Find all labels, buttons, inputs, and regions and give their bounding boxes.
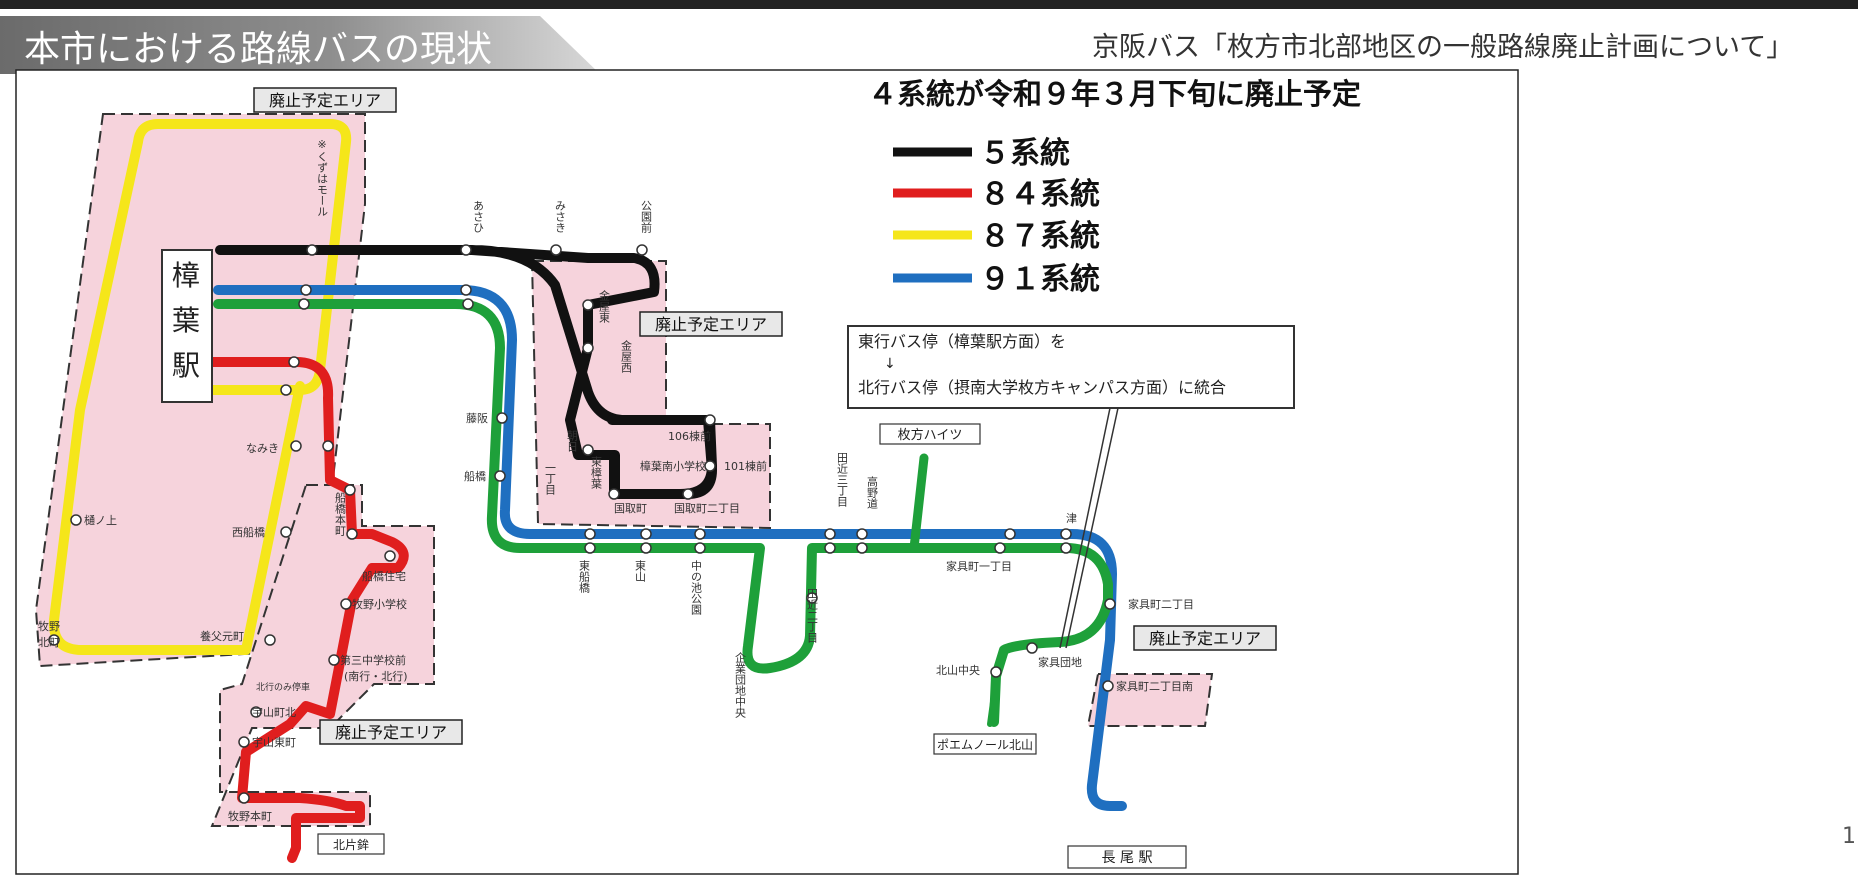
stop-kuzuha-mall: ※くずはモール [316, 138, 329, 217]
stop-makino-kitamachi-2: 北町 [38, 636, 60, 649]
stop-yofumoto: 養父元町 [200, 629, 244, 643]
route-green [213, 299, 1113, 727]
stop-tanoi3: 田近三丁目 [836, 452, 849, 507]
note-pointer [1059, 407, 1119, 649]
note-line1: 東行バス停（樟葉駅方面）を [858, 332, 1066, 351]
stop-funahashi-honmachi: 船橋本町 [334, 491, 347, 536]
station-kuzuha-char1: 樟 [172, 259, 200, 292]
stop-misaki: みさき [554, 200, 567, 233]
stop-kitayuki-only: 北行のみ停車 [256, 681, 310, 693]
note-arrow: ↓ [884, 356, 896, 372]
title-banner [0, 16, 640, 74]
route-84 [203, 357, 409, 863]
stop-koenmae: 公園前 [640, 200, 653, 234]
stop-kinyanishi: 金屋西 [620, 339, 633, 373]
abolition-labels [253, 87, 1277, 745]
stop-nishifunahashi: 西船橋 [232, 525, 265, 539]
stop-labels: なみき 西船橋 樋ノ上 牧野 北町 養父元町 船橋住宅 牧野小学校 第三中学校前… [38, 411, 1194, 823]
area-east [1086, 673, 1214, 727]
stop-daisan-chu-2: (南行・北行) [344, 670, 408, 683]
stop-asahi-1: 朝日 [566, 430, 579, 452]
stop-usayama-kita: 宇山町北 [252, 706, 296, 719]
stop-iemura2: 家具町二丁目 [1128, 597, 1194, 611]
abolition-label-84: 廃止予定エリア [335, 723, 447, 742]
stop-s101: 101棟前 [724, 459, 767, 473]
stop-kunikoro2: 国取町二丁目 [674, 502, 740, 515]
stop-funahashi-jutaku: 船橋住宅 [362, 569, 406, 583]
legend [893, 147, 972, 283]
route-green-spur2 [987, 677, 999, 727]
stop-makino-honmachi: 牧野本町 [228, 809, 272, 823]
page-title: 本市における路線バスの現状 [24, 29, 493, 70]
stop-kuzuha-minami-elem: 樟葉南小学校 [640, 459, 706, 473]
top-rule [0, 0, 1858, 9]
stop-asahi: あさひ [472, 200, 485, 233]
stop-markers [48, 244, 1116, 804]
page-number: 1 [1842, 824, 1856, 849]
stop-tsuda: 津 [1066, 512, 1077, 525]
stop-higashifunahashi: 東船橋 [578, 560, 591, 594]
stop-makino-elem: 牧野小学校 [352, 597, 407, 611]
stop-kitakatahoko: 北片鉾 [333, 837, 369, 852]
legend-84-label: ８４系統 [980, 177, 1100, 212]
abolition-label-east: 廃止予定エリア [1149, 629, 1261, 648]
legend-87-label: ８７系統 [980, 219, 1100, 254]
stop-hirakata-heights: 枚方ハイツ [898, 427, 963, 443]
stop-s106: 106棟前 [668, 429, 711, 443]
stop-tanoi2: 田近二丁目 [806, 588, 819, 643]
legend-91-label: ９１系統 [980, 262, 1100, 297]
stop-iemura-danchi: 家具団地 [1038, 655, 1082, 669]
stop-higashiyama: 東山 [634, 560, 647, 582]
stop-usayama-higashi: 宇山東町 [252, 736, 296, 749]
abolition-label-5: 廃止予定エリア [655, 315, 767, 334]
stop-daisan-chu-1: 第三中学校前 [340, 653, 406, 667]
stop-higashi-kuzuha: 東樟葉 [590, 456, 603, 489]
route-green-spur [909, 453, 929, 553]
stop-nakanoike: 中の池公園 [690, 560, 703, 616]
legend-5-label: ５系統 [980, 136, 1070, 171]
stop-fujisaka: 藤阪 [466, 411, 488, 425]
stop-iemura1: 家具町一丁目 [946, 559, 1012, 573]
station-kuzuha [161, 249, 213, 403]
consolidation-note-box [847, 325, 1295, 409]
note-line2: 北行バス停（摂南大学枚方キャンパス方面）に統合 [858, 378, 1226, 397]
stop-nami: なみき [246, 442, 279, 455]
stop-kitayama-chuo: 北山中央 [936, 664, 980, 677]
station-kuzuha-char3: 駅 [172, 349, 200, 382]
station-boxes [317, 423, 1187, 869]
stop-itchome: 一丁目 [544, 462, 557, 495]
abolition-label-87: 廃止予定エリア [269, 91, 381, 110]
station-nagao: 長 尾 駅 [1102, 850, 1153, 866]
stop-iemura2-south: 家具町二丁目南 [1116, 679, 1193, 693]
station-kuzuha-char2: 葉 [172, 304, 200, 337]
source-citation: 京阪バス「枚方市北部地区の一般路線廃止計画について」 [1092, 32, 1794, 63]
stop-poemu: ポエムノール北山 [937, 738, 1033, 752]
map-heading: ４系統が令和９年３月下旬に廃止予定 [868, 77, 1361, 111]
stop-funahashi: 船橋 [464, 469, 486, 483]
vertical-stop-labels: ※くずはモール あさひ みさき 公園前 金屋東 金屋西 船橋本町 一丁目 朝日 … [316, 138, 879, 719]
stop-kunikoro: 国取町 [614, 502, 647, 515]
stop-makino-kitamachi-1: 牧野 [38, 619, 60, 633]
route-91 [213, 285, 1127, 811]
stop-hinoue: 樋ノ上 [84, 513, 117, 527]
stop-kigyo-danchi: 企業団地中央 [734, 651, 747, 719]
stop-kinyahigashi: 金屋東 [598, 289, 611, 324]
stop-takanodo: 高野道 [866, 475, 879, 509]
